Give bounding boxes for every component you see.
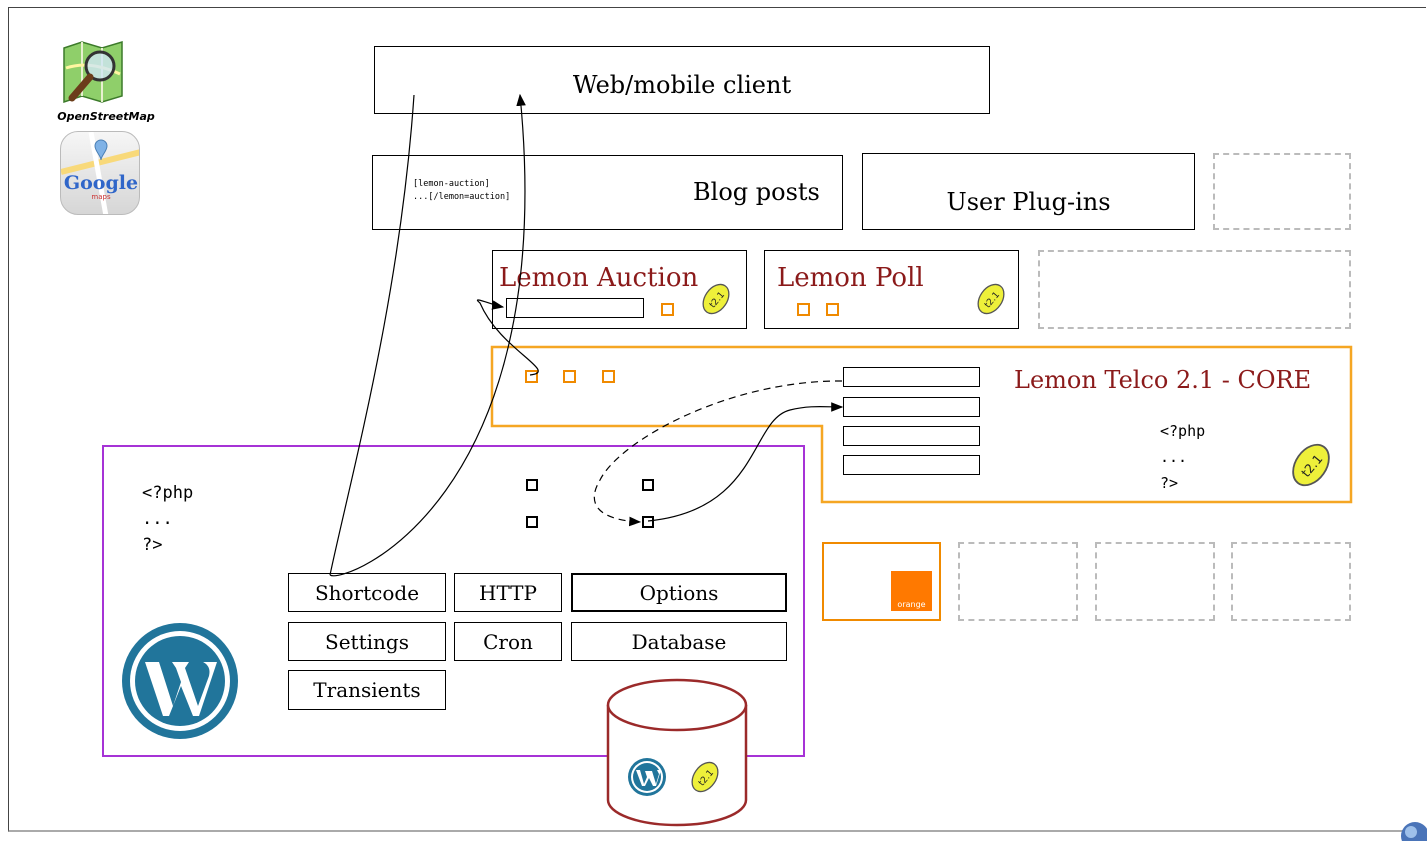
module-transients: Transients xyxy=(288,670,446,710)
core-field-2 xyxy=(843,397,980,417)
orange-logo-text: orange xyxy=(897,600,926,609)
lemon-auction-box: Lemon Auction t2.1 xyxy=(492,250,747,329)
poll-hook-square-1 xyxy=(797,303,810,316)
wp-hook-square-2 xyxy=(642,479,654,491)
poll-hook-square-2 xyxy=(826,303,839,316)
canvas-frame xyxy=(8,7,1426,832)
auction-hook-square xyxy=(661,303,674,316)
php-ellipsis: ... xyxy=(1160,448,1188,466)
core-php-snippet: <?php ... ?> xyxy=(1160,418,1205,496)
google-maps-logo: Google maps xyxy=(60,131,140,215)
core-field-1 xyxy=(843,367,980,387)
module-shortcode: Shortcode xyxy=(288,573,446,612)
php-open: <?php xyxy=(142,483,194,503)
web-mobile-client-label: Web/mobile client xyxy=(572,71,792,99)
placeholder-slot-2 xyxy=(1095,542,1215,621)
lemon-auction-title: Lemon Auction xyxy=(499,263,699,293)
core-title: Lemon Telco 2.1 - CORE xyxy=(1014,366,1312,394)
openstreetmap-label: OpenStreetMap xyxy=(57,110,155,123)
placeholder-plugin-slot xyxy=(1038,250,1351,329)
core-hook-square-3 xyxy=(602,370,615,383)
module-http: HTTP xyxy=(454,573,562,612)
placeholder-slot-1 xyxy=(958,542,1078,621)
core-field-4 xyxy=(843,455,980,475)
corner-logo xyxy=(1399,820,1427,841)
lemon-badge-icon: t2.1 xyxy=(700,281,732,321)
module-settings: Settings xyxy=(288,622,446,661)
lemon-poll-title: Lemon Poll xyxy=(777,263,924,293)
wordpress-logo xyxy=(119,620,241,746)
php-ellipsis: ... xyxy=(142,509,173,529)
placeholder-plugin-slot xyxy=(1213,153,1351,230)
wp-hook-square-1 xyxy=(526,479,538,491)
user-plugins-box: User Plug-ins xyxy=(862,153,1195,230)
orange-slot: orange xyxy=(822,542,941,621)
orange-logo: orange xyxy=(891,571,932,611)
blog-posts-label: Blog posts xyxy=(693,178,820,206)
google-wordmark: Google xyxy=(63,172,139,194)
placeholder-slot-3 xyxy=(1231,542,1351,621)
lemon-poll-box: Lemon Poll t2.1 xyxy=(764,250,1019,329)
core-field-3 xyxy=(843,426,980,446)
wordpress-php-snippet: <?php ... ?> xyxy=(142,480,193,558)
google-maps-sub: maps xyxy=(91,193,111,201)
core-hook-square-1 xyxy=(525,370,538,383)
wp-hook-square-3 xyxy=(526,516,538,528)
php-close: ?> xyxy=(142,535,163,555)
php-open: <?php xyxy=(1160,422,1206,440)
module-cron: Cron xyxy=(454,622,562,661)
openstreetmap-logo xyxy=(60,38,128,108)
wp-hook-square-4 xyxy=(642,516,654,528)
core-hook-square-2 xyxy=(563,370,576,383)
module-database: Database xyxy=(571,622,787,661)
php-close: ?> xyxy=(1160,474,1179,492)
lemon-badge-icon: t2.1 xyxy=(975,281,1007,321)
module-options: Options xyxy=(571,573,787,612)
user-plugins-label: User Plug-ins xyxy=(946,187,1111,216)
database-cylinder: t2.1 xyxy=(605,675,750,834)
wordpress-box: <?php ... ?> Shortcode HTTP Options Sett… xyxy=(102,445,805,757)
lemon-badge-icon: t2.1 xyxy=(1286,440,1336,494)
